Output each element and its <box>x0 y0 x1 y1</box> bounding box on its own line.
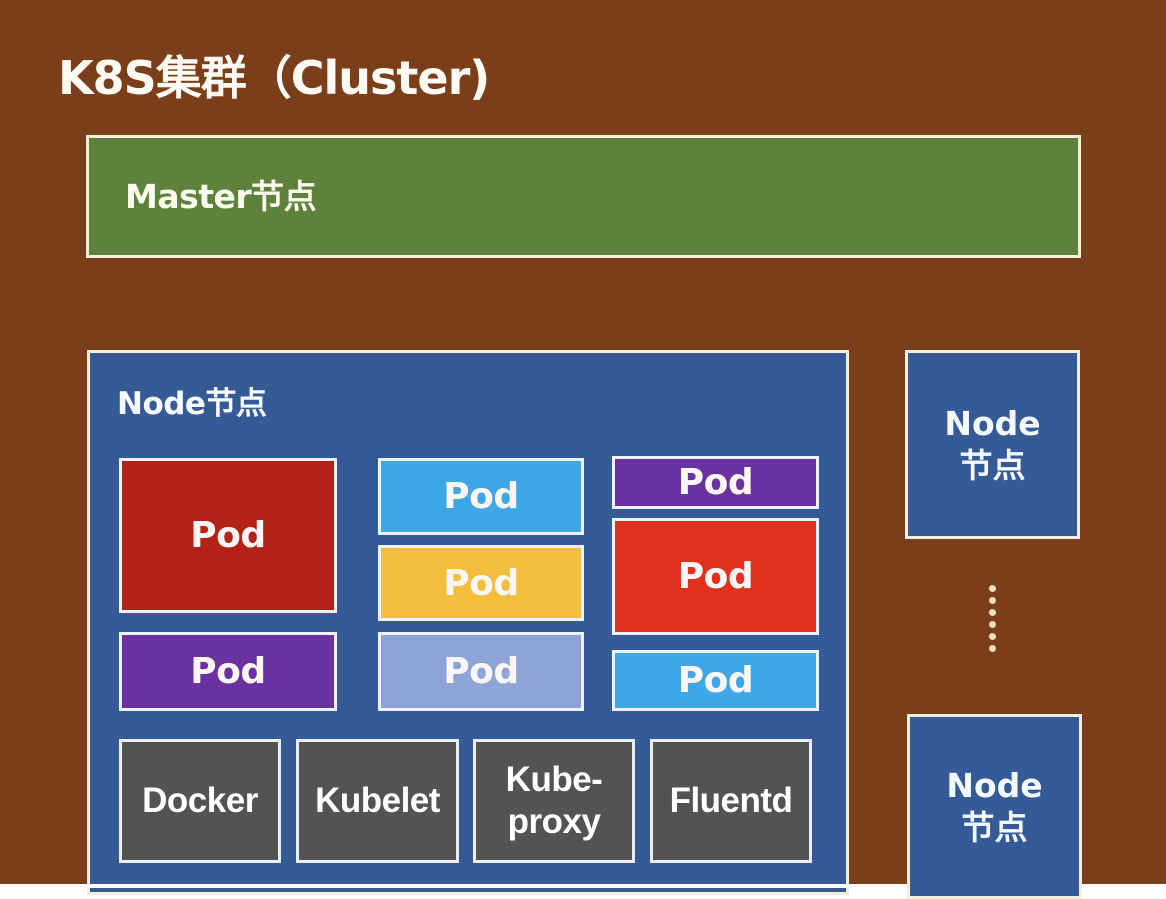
component-kubelet: Kubelet <box>296 739 459 863</box>
component-fluentd: Fluentd <box>650 739 812 863</box>
worker-node-label: Node节点 <box>117 386 267 422</box>
pod: Pod <box>612 518 819 635</box>
pod: Pod <box>378 458 584 535</box>
other-node: Node 节点 <box>907 714 1082 899</box>
pod: Pod <box>378 632 584 711</box>
pod: Pod <box>119 458 337 613</box>
pod: Pod <box>378 545 584 621</box>
worker-node: Node节点 Pod Pod Pod Pod Pod Pod Pod Pod D… <box>87 350 849 895</box>
image-edge <box>1094 884 1166 888</box>
pod: Pod <box>612 456 819 509</box>
component-kube-proxy: Kube-proxy <box>473 739 635 863</box>
other-node: Node 节点 <box>905 350 1080 539</box>
component-docker: Docker <box>119 739 281 863</box>
pod: Pod <box>119 632 337 711</box>
pod: Pod <box>612 650 819 711</box>
image-edge <box>0 884 900 888</box>
cluster-title: K8S集群（Cluster) <box>58 51 490 105</box>
master-node-label: Master节点 <box>125 177 317 216</box>
master-node: Master节点 <box>86 135 1081 258</box>
